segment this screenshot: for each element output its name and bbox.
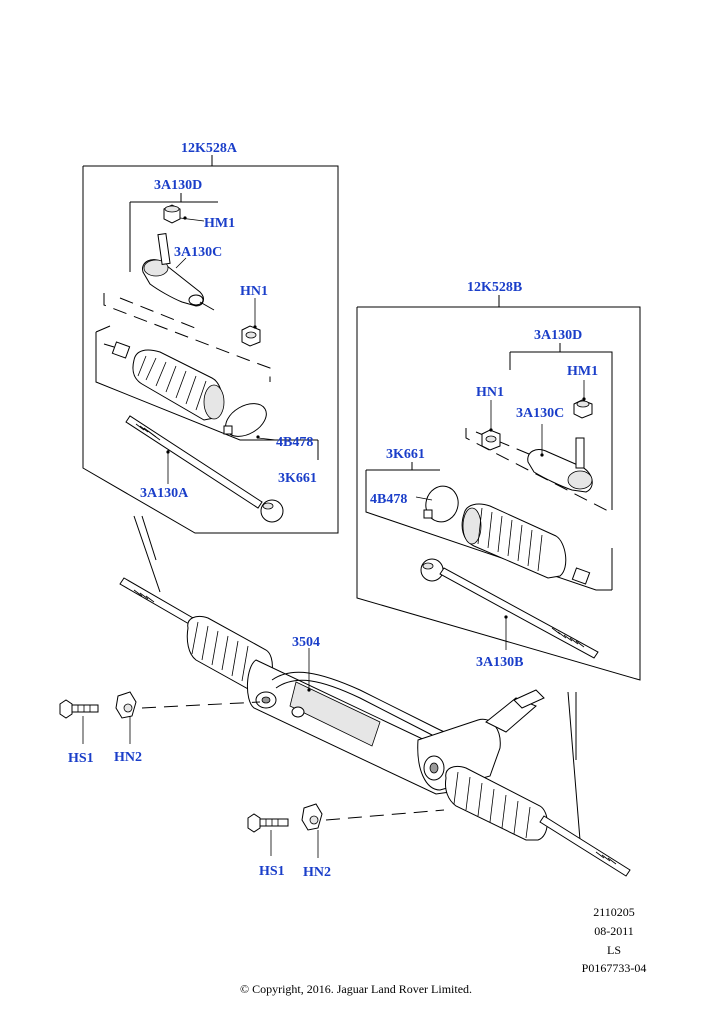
- callout-hm1-right: HM1: [567, 364, 598, 379]
- callout-4b478-right: 4B478: [370, 492, 407, 507]
- mount-top-left: [59, 691, 261, 744]
- callout-hs1-bottom: HS1: [259, 864, 285, 879]
- assembly-box-right: [356, 295, 641, 681]
- assembly-box-left: [82, 155, 339, 534]
- steering-boot-right: [461, 503, 591, 585]
- callout-12k528b: 12K528B: [467, 280, 522, 295]
- callout-12k528a: 12K528A: [181, 141, 238, 156]
- callout-hm1-left: HM1: [204, 216, 235, 231]
- steering-boot-left: [103, 341, 225, 421]
- clip-left: [223, 403, 277, 441]
- callout-3504: 3504: [292, 635, 320, 650]
- callout-4b478-left: 4B478: [276, 435, 313, 450]
- callout-hn1-right: HN1: [476, 385, 504, 400]
- mount-bottom: [247, 803, 445, 858]
- callout-3a130a: 3A130A: [140, 486, 189, 501]
- nut-hm1-left: [163, 204, 205, 224]
- callout-3a130d-left: 3A130D: [154, 178, 202, 193]
- part-code: P0167733-04: [582, 961, 647, 975]
- callout-hs1-top: HS1: [68, 751, 94, 766]
- copyright-notice: © Copyright, 2016. Jaguar Land Rover Lim…: [240, 982, 472, 996]
- callout-3a130b: 3A130B: [476, 655, 523, 670]
- callout-hn2-bottom: HN2: [303, 865, 331, 880]
- callout-3k661-left: 3K661: [278, 471, 317, 486]
- callout-3a130d-right: 3A130D: [534, 328, 582, 343]
- author-initials: LS: [607, 943, 621, 957]
- inner-tie-rod-left: [125, 415, 284, 523]
- callout-3a130c-left: 3A130C: [174, 245, 222, 260]
- callout-3k661-right: 3K661: [386, 447, 425, 462]
- tie-rod-end-left: [142, 233, 215, 311]
- inner-tie-rod-right: [420, 558, 599, 659]
- nut-hm1-right: [573, 380, 593, 419]
- nut-hn1-left: [241, 298, 261, 347]
- clip-right: [415, 485, 459, 523]
- ref-number: 2110205: [593, 905, 635, 919]
- tie-rod-end-right: [527, 424, 593, 493]
- callout-hn2-top: HN2: [114, 750, 142, 765]
- revision-date: 08-2011: [594, 924, 634, 938]
- callout-hn1-left: HN1: [240, 284, 268, 299]
- callout-3a130c-right: 3A130C: [516, 406, 564, 421]
- steering-gear-main: [119, 515, 631, 877]
- nut-hn1-right: [481, 400, 501, 451]
